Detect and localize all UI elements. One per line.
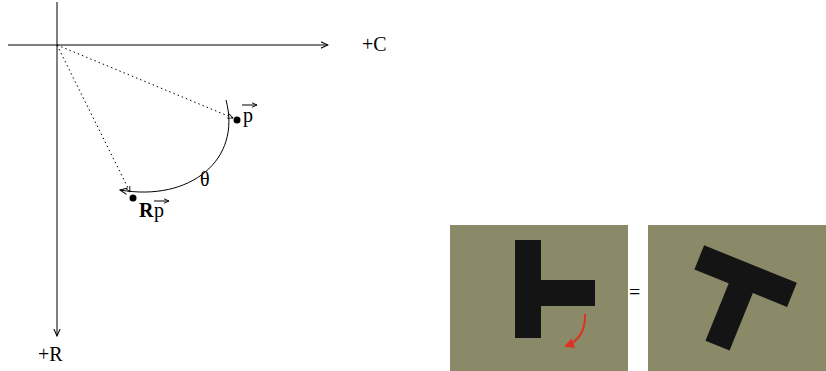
angle-label: θ bbox=[200, 168, 210, 191]
vector-p bbox=[57, 45, 233, 118]
column-axis bbox=[8, 45, 328, 46]
vector-label: p bbox=[243, 104, 253, 127]
t-piece bbox=[671, 245, 797, 364]
vector-label: p bbox=[154, 199, 164, 222]
point-p bbox=[234, 117, 241, 124]
row-axis bbox=[57, 2, 58, 336]
axis-label: +R bbox=[38, 343, 63, 366]
vector-rp bbox=[57, 45, 130, 192]
photo-background bbox=[450, 225, 628, 371]
axis-label: +C bbox=[362, 33, 387, 56]
equals-sign: = bbox=[629, 281, 640, 304]
t-piece bbox=[538, 280, 595, 306]
t-piece bbox=[515, 240, 541, 338]
point-rp bbox=[130, 195, 137, 202]
rotation-arrow bbox=[566, 314, 585, 346]
angle-arc bbox=[120, 100, 229, 192]
photo-background bbox=[648, 225, 826, 371]
matrix-label: R bbox=[139, 199, 153, 222]
